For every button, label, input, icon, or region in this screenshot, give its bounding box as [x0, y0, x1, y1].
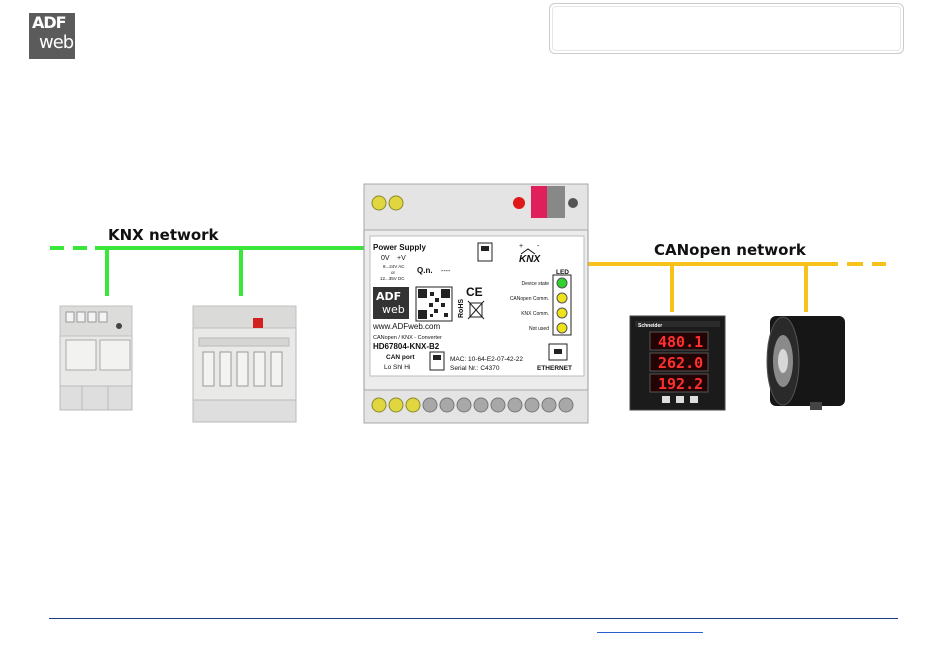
led-indicator [557, 308, 567, 318]
can-port-label: CAN port [386, 354, 415, 361]
dip-switch [478, 243, 492, 261]
qn-label: Q.n. [417, 266, 433, 275]
led-indicator [557, 323, 567, 333]
knx-logo-text: KNX [519, 254, 541, 265]
ethernet-label: ETHERNET [537, 365, 572, 372]
led-label: Device state [521, 281, 549, 287]
led-label: Not used [529, 326, 549, 332]
encoder-device [767, 316, 845, 410]
meter-reading-1: 480.1 [658, 333, 703, 351]
converter-device: Power Supply 0V +V 8...24V AC or 12...35… [364, 184, 588, 423]
meter-reading-2: 262.0 [658, 354, 703, 372]
ce-mark: CE [466, 285, 483, 299]
terminal-screw [372, 196, 386, 210]
led-indicator [557, 278, 567, 288]
gray-connector [547, 186, 565, 218]
led-label: KNX Comm. [521, 311, 549, 317]
knx-network-bus [50, 248, 365, 296]
can-pins-label: Lo Shl Hi [384, 364, 410, 371]
red-connector [531, 186, 547, 218]
qr-code [416, 287, 452, 321]
converter-description: CANopen / KNX - Converter [373, 335, 442, 341]
ac-range: 8...24V AC [383, 264, 405, 269]
footer-link-underline[interactable] [597, 632, 703, 633]
reset-button [568, 198, 578, 208]
ac-dc-or: or [391, 270, 396, 275]
rohs-mark: RoHS [458, 299, 465, 318]
serial-number: Serial Nr.: C4370 [450, 365, 500, 372]
meter-brand: Schneider [638, 323, 662, 329]
converter-website: www.ADFweb.com [372, 322, 440, 331]
status-led-red [513, 197, 525, 209]
voltage-plus: +V [397, 255, 406, 262]
voltage-0v: 0V [381, 255, 390, 262]
terminal-screw [389, 196, 403, 210]
svg-text:web: web [382, 303, 405, 316]
power-supply-label: Power Supply [373, 243, 426, 252]
led-label: CANopen Comm. [510, 296, 549, 302]
footer-divider [49, 618, 898, 619]
can-termination-switch [430, 352, 444, 370]
meter-reading-3: 192.2 [658, 375, 703, 393]
knx-device-1 [60, 306, 132, 410]
svg-text:+: + [519, 243, 523, 250]
power-meter-device: Schneider 480.1 262.0 192.2 [630, 316, 725, 410]
converter-model: HD67804-KNX-B2 [373, 342, 440, 351]
canopen-network-bus [588, 264, 886, 312]
led-indicator [557, 293, 567, 303]
dc-range: 12...35V DC [380, 276, 405, 281]
mac-address: MAC: 10-64-E2-07-42-22 [450, 356, 523, 363]
svg-text:ADF: ADF [376, 290, 401, 303]
knx-device-2 [193, 306, 296, 422]
qn-value: ---- [441, 268, 451, 275]
